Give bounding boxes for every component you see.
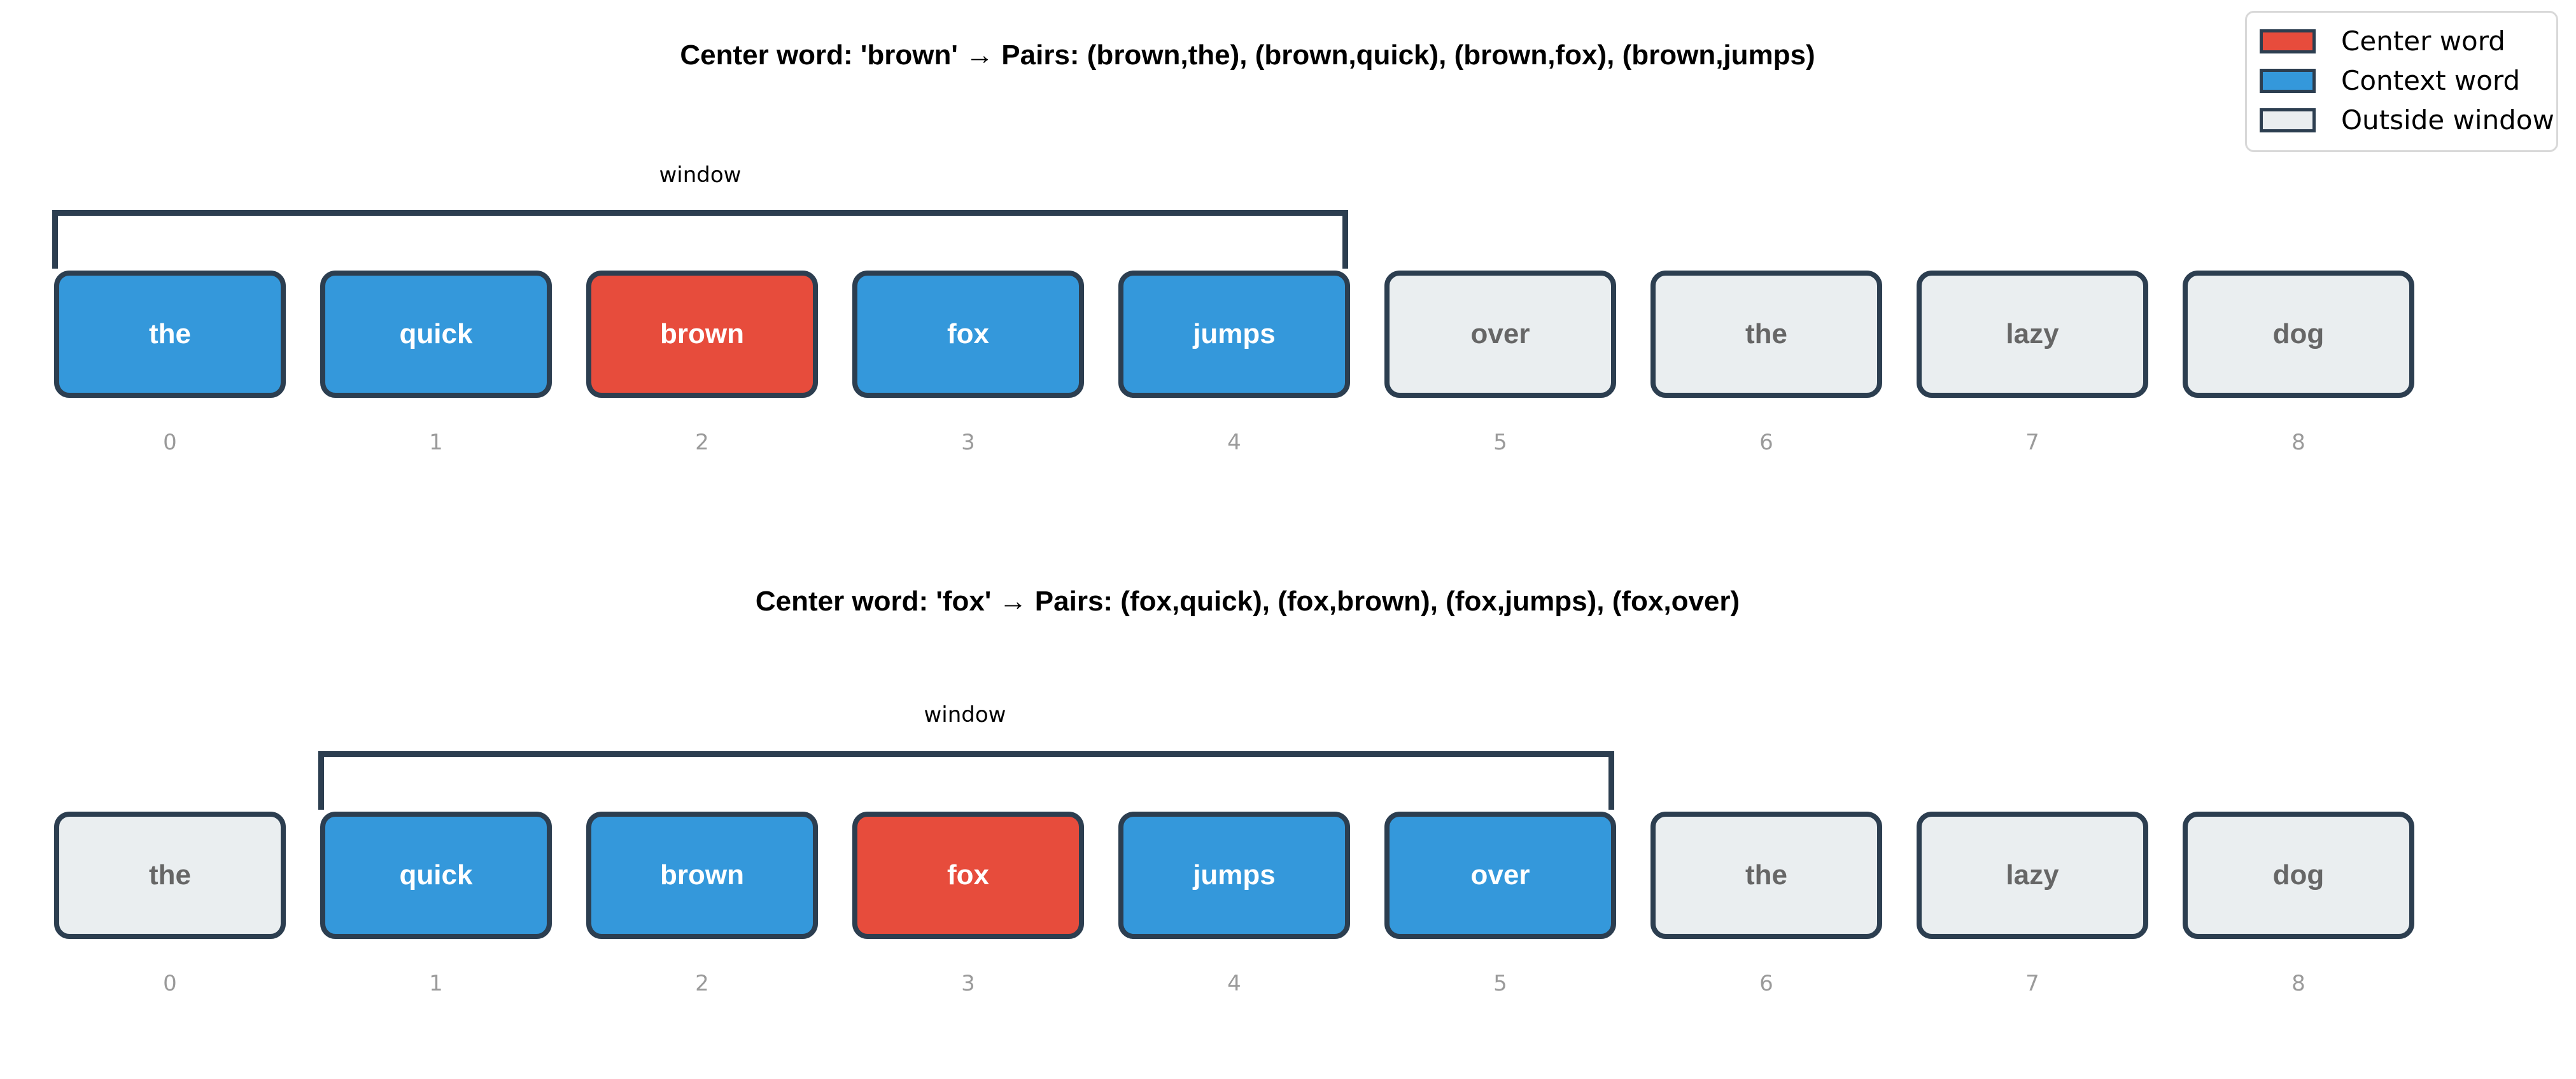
panel-title-fox: Center word: 'fox' → Pairs: (fox,quick),… [755,586,1740,617]
legend-swatch-outside-window [2260,108,2316,132]
legend-swatch-center-word [2260,29,2316,53]
window-label-brown: window [659,162,742,188]
word-box[interactable]: dog [2183,812,2414,939]
word-box[interactable]: the [54,271,286,398]
word-index-label: 6 [1759,971,1773,996]
word-index-label: 6 [1759,430,1773,455]
legend-item-center-word: Center word [2260,22,2544,61]
word-index-label: 0 [163,971,177,996]
legend-label-outside-window: Outside window [2341,104,2554,136]
legend-label-center-word: Center word [2341,25,2505,57]
word-box-label: quick [399,859,473,891]
word-index-label: 8 [2291,971,2305,996]
word-box[interactable]: fox [852,271,1084,398]
legend: Center word Context word Outside window [2245,11,2558,152]
legend-label-context-word: Context word [2341,65,2521,96]
word-box[interactable]: lazy [1917,812,2148,939]
word-box[interactable]: over [1384,812,1616,939]
word-box-label: lazy [2006,859,2059,891]
word-box[interactable]: brown [586,812,818,939]
legend-item-outside-window: Outside window [2260,101,2554,140]
word-box[interactable]: quick [320,812,552,939]
word-box[interactable]: the [1650,812,1882,939]
word-box[interactable]: quick [320,271,552,398]
word-box-label: lazy [2006,318,2059,349]
panel-title-brown: Center word: 'brown' → Pairs: (brown,the… [680,39,1815,71]
word-index-label: 4 [1227,430,1241,455]
word-box[interactable]: the [54,812,286,939]
word-box-label: quick [399,318,473,349]
word-index-label: 1 [429,971,443,996]
legend-item-context-word: Context word [2260,61,2544,101]
word-box-label: the [1745,318,1787,349]
word-box-label: fox [947,859,989,891]
word-box-label: the [149,318,191,349]
word-box[interactable]: fox [852,812,1084,939]
word-box-label: brown [660,859,744,891]
word-box-label: fox [947,318,989,349]
word-index-label: 8 [2291,430,2305,455]
word-index-label: 5 [1493,971,1507,996]
word-box[interactable]: over [1384,271,1616,398]
word-index-label: 2 [695,430,709,455]
word-box-label: jumps [1193,859,1276,891]
word-box-label: the [149,859,191,891]
word-index-label: 3 [961,971,975,996]
window-label-fox: window [924,702,1006,728]
word-box[interactable]: dog [2183,271,2414,398]
word-box[interactable]: jumps [1118,812,1350,939]
word-index-label: 0 [163,430,177,455]
word-box-label: dog [2272,318,2325,349]
word-index-label: 5 [1493,430,1507,455]
word-index-label: 1 [429,430,443,455]
word-index-label: 7 [2025,971,2039,996]
legend-swatch-context-word [2260,69,2316,93]
window-bracket-fox [318,751,1614,810]
word-box[interactable]: brown [586,271,818,398]
word-index-label: 3 [961,430,975,455]
word-box[interactable]: the [1650,271,1882,398]
word-index-label: 2 [695,971,709,996]
word-box-label: dog [2272,859,2325,891]
word-index-label: 7 [2025,430,2039,455]
word-box-label: the [1745,859,1787,891]
word-box-label: brown [660,318,744,349]
word-box[interactable]: lazy [1917,271,2148,398]
word-box-label: jumps [1193,318,1276,349]
word-box-label: over [1470,859,1530,891]
word-index-label: 4 [1227,971,1241,996]
word-box-label: over [1470,318,1530,349]
window-bracket-brown [52,210,1348,269]
word-box[interactable]: jumps [1118,271,1350,398]
